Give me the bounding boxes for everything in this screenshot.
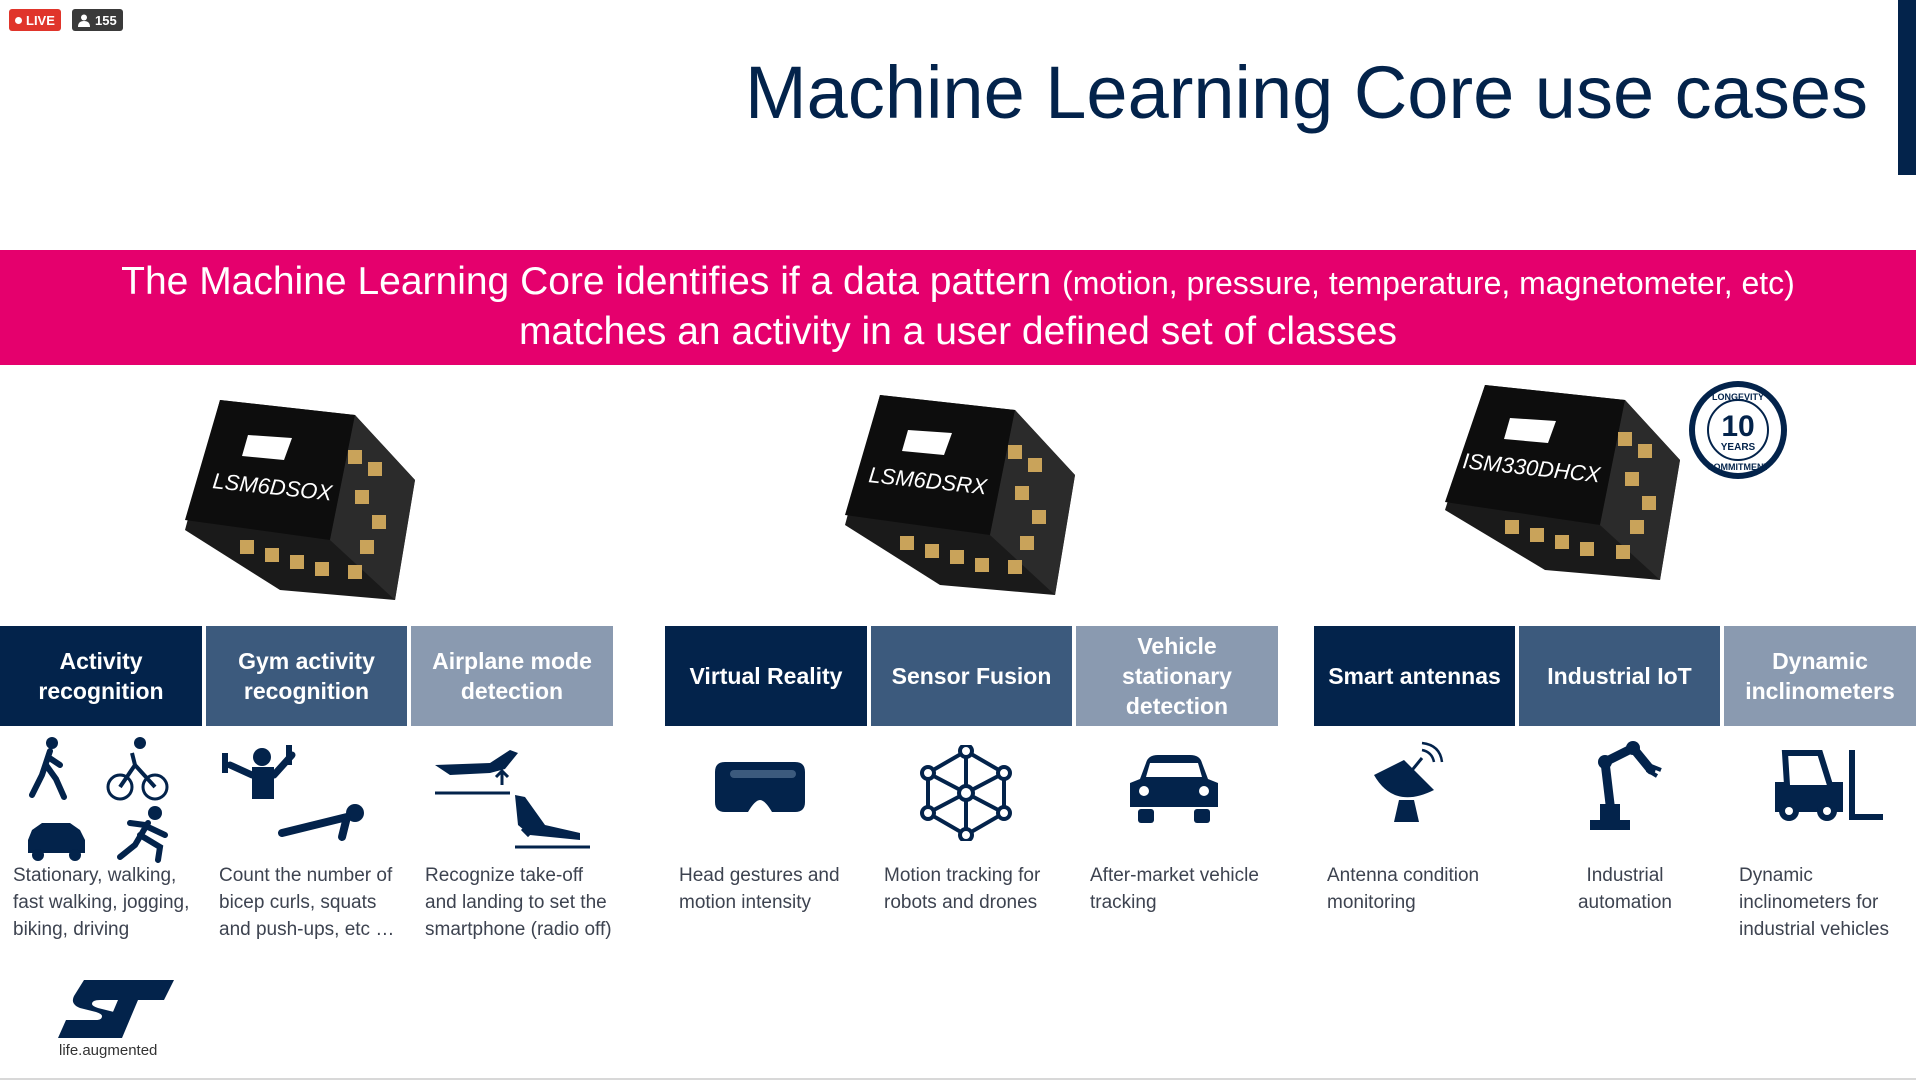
brand-tagline: life.augmented [59, 1042, 158, 1059]
network-icon [920, 745, 1012, 841]
airplane-icons [435, 750, 590, 849]
svg-text:YEARS: YEARS [1721, 442, 1756, 453]
bottom-divider [0, 1078, 1916, 1080]
svg-text:LONGEVITY: LONGEVITY [1712, 392, 1764, 402]
gym-icons [222, 745, 364, 841]
category-virtual-reality: Virtual Reality [665, 626, 867, 726]
banner-main-text: The Machine Learning Core identifies if … [121, 260, 1052, 303]
category-industrial-iot: Industrial IoT [1519, 626, 1720, 726]
category-gym-activity-recognition: Gym activity recognition [206, 626, 407, 726]
banner-line-1: The Machine Learning Core identifies if … [0, 260, 1916, 304]
longevity-badge-icon: 10 YEARS LONGEVITY COMMITMENT [1689, 381, 1787, 479]
chip-lsm6dsox: LSM6DSOX [185, 400, 415, 600]
activity-icons [28, 737, 169, 863]
banner: The Machine Learning Core identifies if … [0, 250, 1916, 365]
live-badge: LIVE [9, 9, 61, 31]
live-dot-icon [15, 16, 22, 24]
satellite-dish-icon [1374, 741, 1444, 822]
desc-vehicle-stationary-detection: After-market vehicle tracking [1090, 865, 1259, 913]
desc-virtual-reality: Head gestures and motion intensity [679, 865, 840, 913]
robot-arm-icon [1590, 741, 1662, 830]
category-airplane-mode-detection: Airplane mode detection [411, 626, 613, 726]
desc-dynamic-inclinometers: Dynamic inclinometers for industrial veh… [1739, 865, 1889, 940]
banner-paren-text: (motion, pressure, temperature, magnetom… [1062, 265, 1795, 301]
st-logo-icon [58, 980, 174, 1038]
svg-text:COMMITMENT: COMMITMENT [1707, 462, 1769, 472]
slide-title: Machine Learning Core use cases [745, 51, 1868, 134]
category-sensor-fusion: Sensor Fusion [871, 626, 1072, 726]
chip-lsm6dsrx: LSM6DSRX [845, 395, 1075, 595]
desc-smart-antennas: Antenna condition monitoring [1327, 865, 1480, 913]
desc-sensor-fusion: Motion tracking for robots and drones [884, 865, 1041, 913]
desc-activity-recognition: Stationary, walking, fast walking, joggi… [13, 865, 190, 940]
live-label: LIVE [26, 12, 55, 28]
title-accent-bar [1898, 0, 1916, 175]
desc-gym-activity-recognition: Count the number of bicep curls, squats … [219, 865, 395, 940]
viewer-count-badge: 155 [72, 9, 123, 31]
desc-industrial-iot: Industrial automation [1577, 865, 1672, 913]
category-vehicle-stationary-detection: Vehicle stationary detection [1076, 626, 1278, 726]
car-icon [1130, 755, 1218, 823]
svg-text:10: 10 [1721, 410, 1754, 443]
category-activity-recognition: Activity recognition [0, 626, 202, 726]
forklift-icon [1775, 750, 1883, 821]
chip-ism330dhcx: ISM330DHCX [1445, 385, 1680, 580]
person-icon [78, 14, 90, 27]
viewer-count: 155 [95, 12, 117, 28]
vr-headset-icon [715, 762, 805, 812]
desc-airplane-mode-detection: Recognize take-off and landing to set th… [425, 865, 612, 940]
banner-line-2: matches an activity in a user defined se… [519, 310, 1397, 353]
category-smart-antennas: Smart antennas [1314, 626, 1515, 726]
category-dynamic-inclinometers: Dynamic inclinometers [1724, 626, 1916, 726]
